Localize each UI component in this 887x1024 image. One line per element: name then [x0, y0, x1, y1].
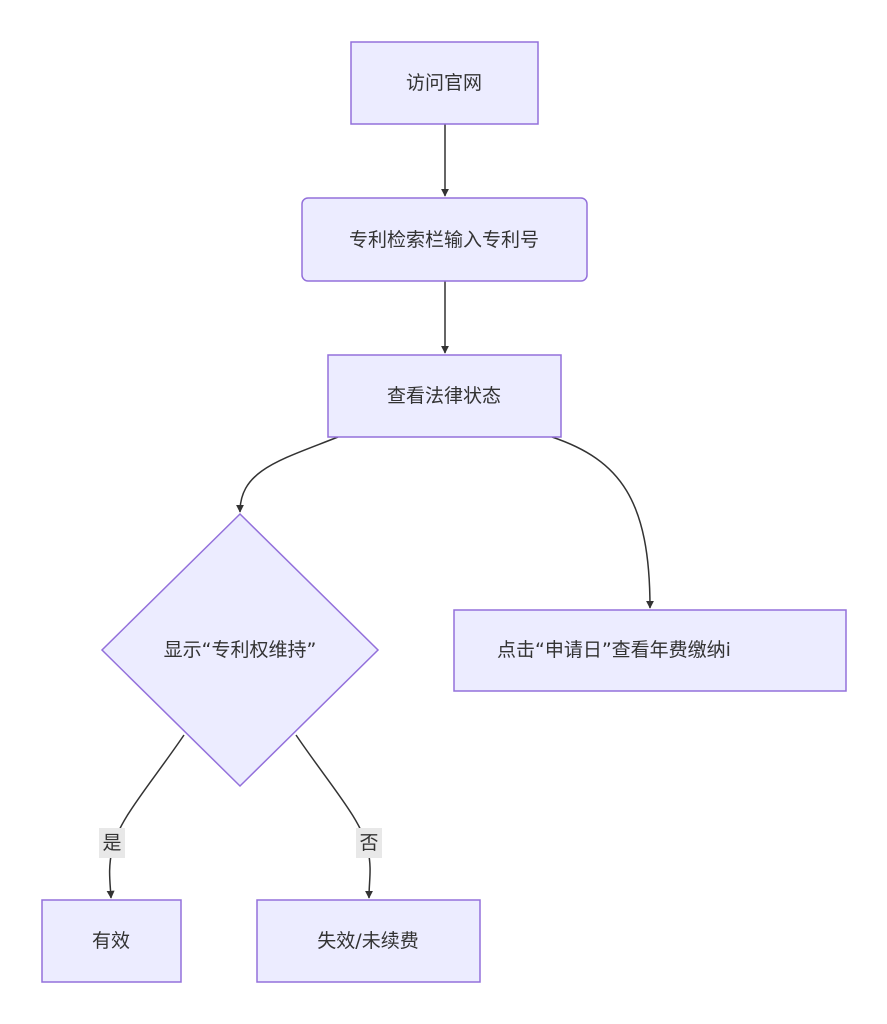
edge-decision-yes: [106, 734, 185, 899]
edge-status-to-decision: [236, 436, 339, 513]
node-check-fee-box: [453, 609, 847, 692]
node-valid-label: 有效: [92, 930, 130, 952]
node-enter-number-label: 专利检索栏输入专利号: [349, 229, 539, 251]
node-valid-box: [41, 899, 182, 983]
node-visit-site-box: [350, 41, 539, 125]
node-decision: 显示“专利权维持”: [100, 512, 380, 788]
node-visit-site: 访问官网: [350, 41, 539, 125]
node-enter-number-box: [301, 197, 588, 282]
node-view-status: 查看法律状态: [327, 354, 562, 438]
node-view-status-box: [327, 354, 562, 438]
edge-label-yes-bg: [99, 828, 125, 858]
node-invalid: 失效/未续费: [256, 899, 481, 983]
node-view-status-label: 查看法律状态: [387, 385, 501, 407]
edge-label-no: 否: [356, 828, 382, 858]
node-invalid-label: 失效/未续费: [317, 930, 418, 952]
edge-label-yes: 是: [99, 828, 125, 858]
node-check-fee: 点击“申请日”查看年费缴纳i: [453, 609, 847, 692]
edge-label-no-text: 否: [359, 832, 378, 854]
edge-decision-no: [295, 734, 374, 899]
node-decision-diamond: [100, 512, 380, 788]
node-valid: 有效: [41, 899, 182, 983]
node-visit-site-label: 访问官网: [406, 72, 482, 94]
edge-label-yes-text: 是: [102, 832, 121, 854]
node-invalid-box: [256, 899, 481, 983]
edge-label-no-bg: [356, 828, 382, 858]
node-check-fee-label: 点击“申请日”查看年费缴纳i: [497, 639, 731, 661]
node-enter-number: 专利检索栏输入专利号: [301, 197, 588, 282]
edge-status-to-check-fee: [551, 436, 654, 609]
node-decision-label: 显示“专利权维持”: [164, 639, 317, 661]
